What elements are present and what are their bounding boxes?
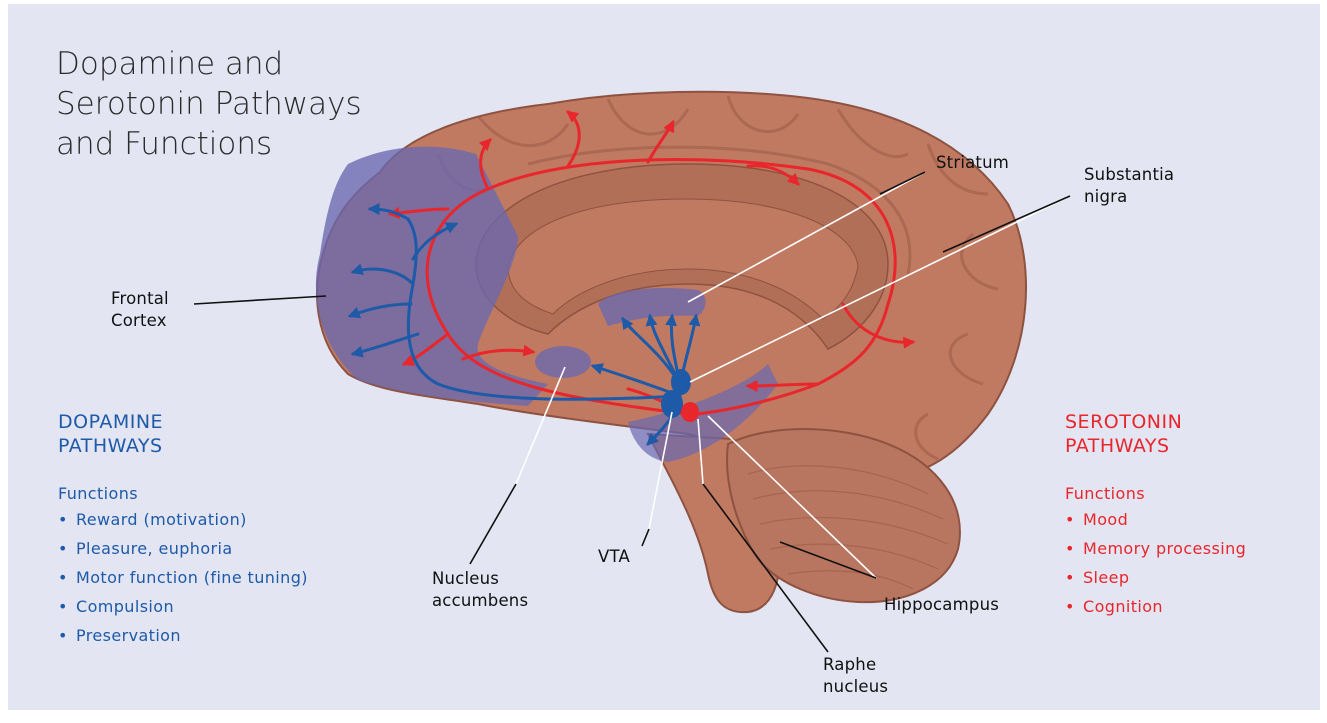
list-item: •Cognition <box>1065 592 1246 621</box>
serotonin-functions-label: Functions <box>1065 484 1145 504</box>
label-nucleus-accumbens: Nucleus accumbens <box>432 568 528 612</box>
list-item: •Motor function (fine tuning) <box>58 563 308 592</box>
dopamine-functions-label: Functions <box>58 484 138 504</box>
list-item: •Compulsion <box>58 592 308 621</box>
serotonin-heading: SEROTONIN PATHWAYS <box>1065 410 1182 458</box>
list-item: •Pleasure, euphoria <box>58 534 308 563</box>
list-item: •Memory processing <box>1065 534 1246 563</box>
label-substantia-nigra: Substantia nigra <box>1084 164 1174 208</box>
dopamine-functions-list: •Reward (motivation) •Pleasure, euphoria… <box>58 505 308 650</box>
label-frontal-cortex: Frontal Cortex <box>111 288 169 332</box>
raphe-nucleus-dot <box>681 402 699 422</box>
label-raphe-nucleus: Raphe nucleus <box>823 654 888 698</box>
list-item: •Preservation <box>58 621 308 650</box>
label-vta: VTA <box>598 546 630 568</box>
label-striatum: Striatum <box>936 152 1009 174</box>
label-hippocampus: Hippocampus <box>884 594 999 616</box>
dopamine-heading: DOPAMINE PATHWAYS <box>58 410 163 458</box>
list-item: •Sleep <box>1065 563 1246 592</box>
diagram-canvas: Dopamine and Serotonin Pathways and Func… <box>8 4 1320 710</box>
serotonin-functions-list: •Mood •Memory processing •Sleep •Cogniti… <box>1065 505 1246 621</box>
list-item: •Reward (motivation) <box>58 505 308 534</box>
list-item: •Mood <box>1065 505 1246 534</box>
page-title: Dopamine and Serotonin Pathways and Func… <box>56 44 396 164</box>
